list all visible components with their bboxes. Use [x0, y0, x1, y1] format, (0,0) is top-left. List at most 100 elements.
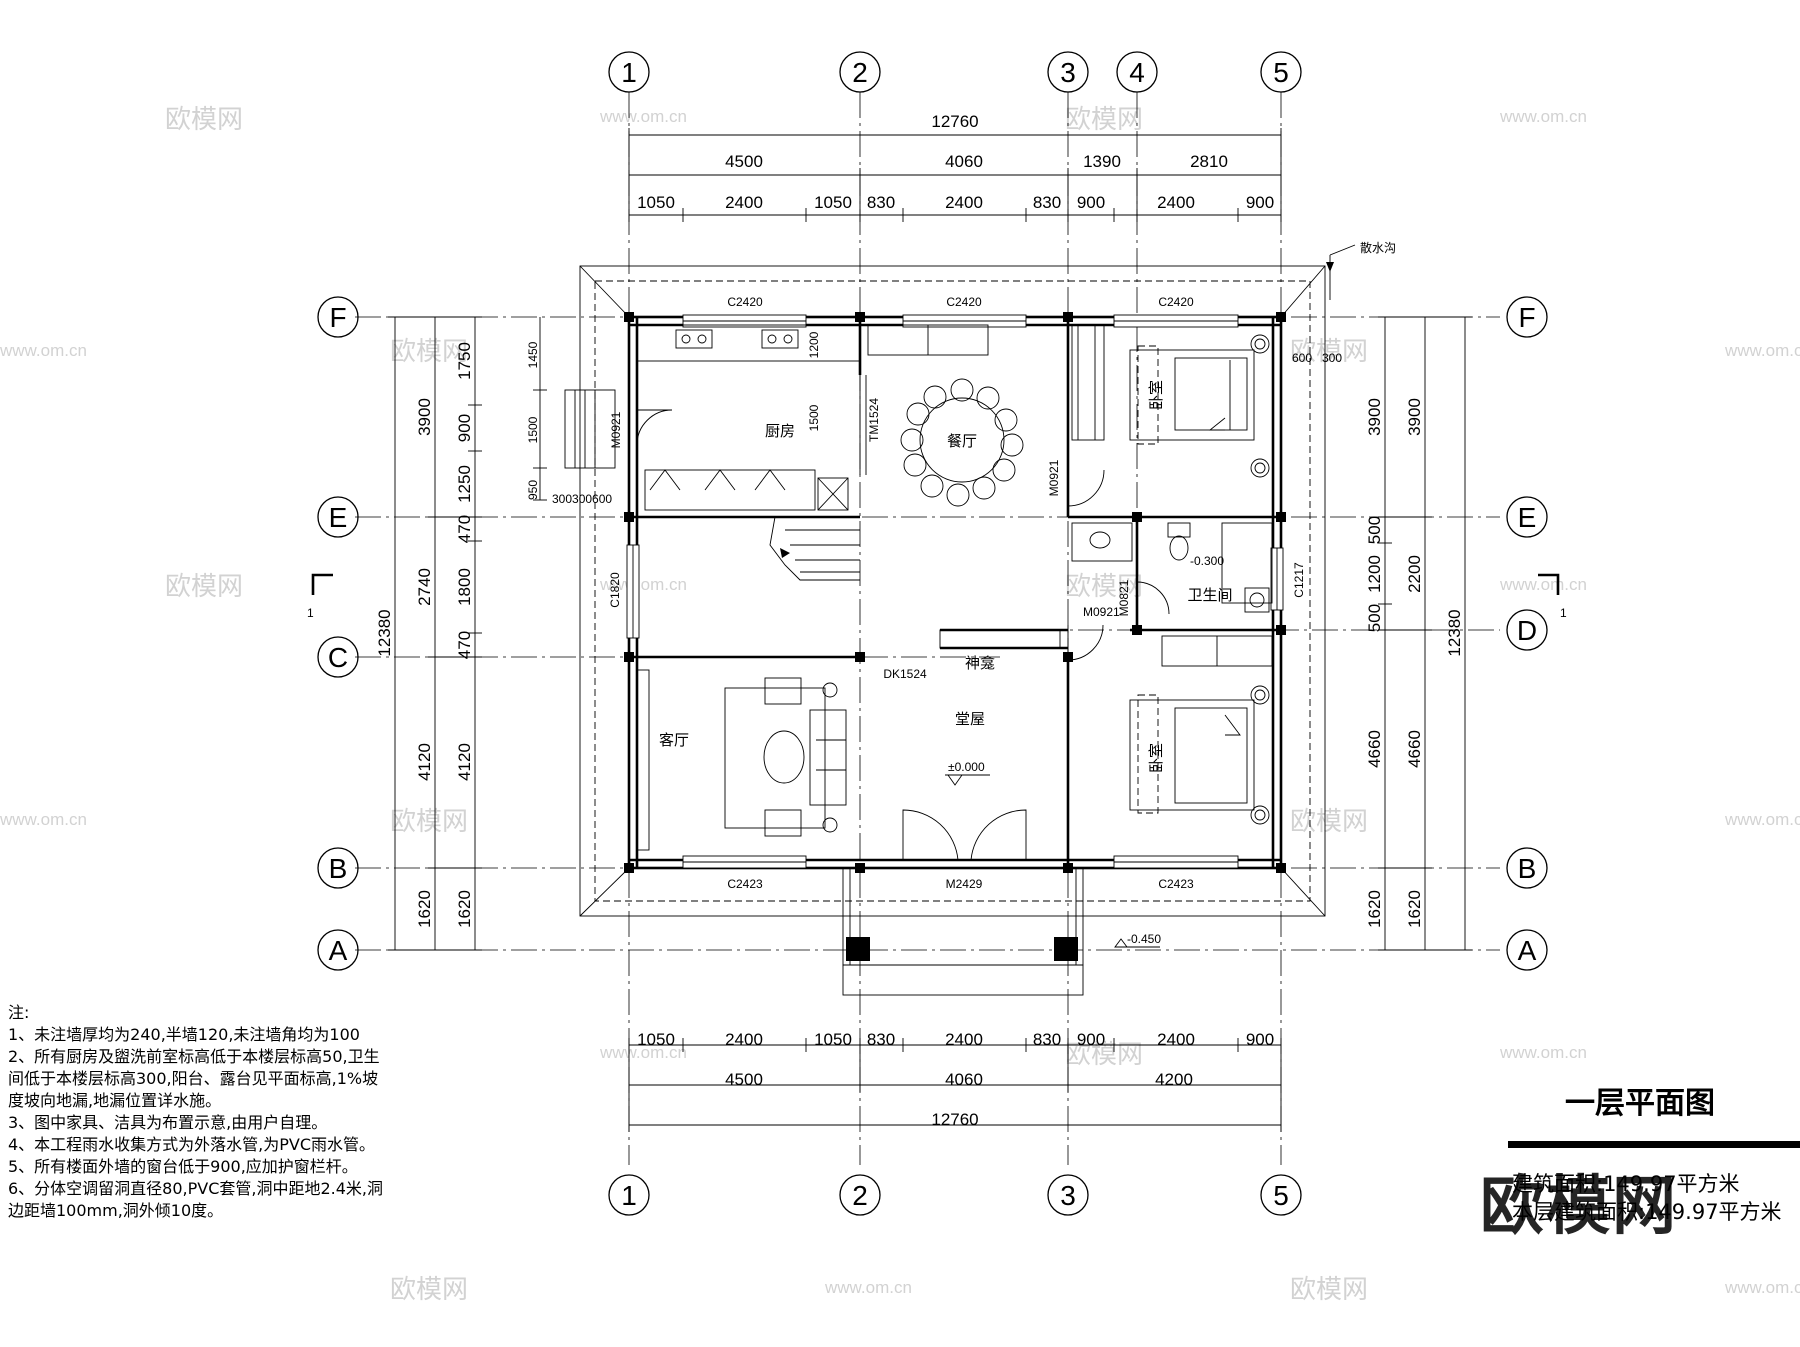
axis-bubble-col-1-bottom: 1 [608, 1174, 650, 1216]
svg-text:1: 1 [621, 57, 637, 88]
door-code: M2429 [946, 877, 983, 891]
dim-left-detail: 1250 [455, 465, 474, 503]
toilet-icon [1167, 522, 1191, 538]
dim-right-overall: 12380 [1445, 609, 1464, 656]
watermark-url: www.om.cn [599, 1043, 687, 1062]
dim-right-mid: 3900 [1405, 398, 1424, 436]
dim-top-mid: 1390 [1083, 152, 1121, 171]
dim-top-mid: 2810 [1190, 152, 1228, 171]
watermark-brand: 欧模网 [165, 105, 243, 135]
watermark-brand: 欧模网 [1290, 807, 1368, 837]
dimension-lines-top: 12760 4500 4060 1390 2810 1050 2400 1050… [628, 112, 1282, 222]
axis-bubble-col-3: 3 [1047, 51, 1089, 93]
dim-top-detail: 2400 [945, 193, 983, 212]
dim-right-mid: 4660 [1405, 730, 1424, 768]
dim-left-mid: 4120 [415, 743, 434, 781]
windows: C2420 C2420 C2420 C2423 C2423 C1820 C121… [608, 295, 1306, 891]
dim-top-detail: 830 [1033, 193, 1061, 212]
svg-text:B: B [329, 853, 348, 884]
svg-text:F: F [1518, 302, 1535, 333]
dim-kitchen: 1500 [807, 404, 821, 431]
dim-right-detail: 500 [1365, 604, 1384, 632]
watermark-brand: 欧模网 [390, 337, 468, 367]
dim-bottom-mid: 4200 [1155, 1070, 1193, 1089]
dim-bottom-detail: 900 [1077, 1030, 1105, 1049]
axis-bubble-row-A-left: A [317, 929, 359, 971]
dim-left-detail: 4120 [455, 743, 474, 781]
svg-text:2: 2 [852, 57, 868, 88]
watermark-url: www.om.cn [1499, 575, 1587, 594]
axis-bubble-row-E-left: E [317, 496, 359, 538]
armchair-icon [764, 809, 802, 837]
watermark-url: www.om.cn [599, 107, 687, 126]
design-notes: 注: 1、未注墙厚均为240,半墙120,未注墙角均为100 2、所有厨房及盥洗… [8, 1002, 388, 1222]
level-hall: ±0.000 [948, 760, 985, 774]
axis-bubble-row-F-right: F [1506, 296, 1548, 338]
dim-left-inner: 950 [526, 480, 540, 500]
svg-text:E: E [1518, 502, 1537, 533]
title-underline [1508, 1141, 1800, 1148]
svg-text:4: 4 [1129, 57, 1145, 88]
dining: 餐厅 [867, 324, 1024, 507]
room-label-shrine: 神龛 [965, 654, 995, 672]
svg-text:A: A [329, 935, 348, 966]
watermark-brand: 欧模网 [390, 807, 468, 837]
bed-icon [1129, 699, 1255, 811]
dim-bedroom: 300 [1322, 351, 1342, 365]
door-code: TM1524 [867, 398, 881, 442]
watermark-url: www.om.cn [599, 575, 687, 594]
room-label-bathroom: 卫生间 [1187, 586, 1232, 604]
dim-left-mid: 1620 [415, 890, 434, 928]
dim-bottom-overall: 12760 [931, 1110, 978, 1129]
level-bath: -0.300 [1190, 554, 1224, 568]
section-marks: 1 1 [307, 573, 1567, 620]
room-label-living: 客厅 [659, 731, 689, 749]
watermark-logo: 欧模网 [1480, 1170, 1678, 1244]
dim-left-inner: 1500 [526, 416, 540, 443]
svg-text:1: 1 [621, 1180, 637, 1211]
dim-top-mid: 4060 [945, 152, 983, 171]
rug-icon [724, 687, 826, 829]
stair [769, 516, 860, 581]
dim-top-mid: 4500 [725, 152, 763, 171]
dim-right-detail: 1200 [1365, 555, 1384, 593]
note-item: 1、未注墙厚均为240,半墙120,未注墙角均为100 [8, 1025, 360, 1044]
dim-right-mid: 2200 [1405, 555, 1424, 593]
note-item: 5、所有楼面外墙的窗台低于900,应加护窗栏杆。 [8, 1157, 358, 1176]
watermark-url: www.om.cn [1724, 810, 1800, 829]
watermark-brand: 欧模网 [1290, 337, 1368, 367]
window-code: C2420 [1158, 295, 1194, 309]
bed-icon [1129, 349, 1255, 441]
svg-text:F: F [329, 302, 346, 333]
axis-bubble-col-5: 5 [1260, 51, 1302, 93]
watermark-url: www.om.cn [1724, 1278, 1800, 1297]
window-code: C1820 [608, 572, 622, 608]
dim-right-detail: 1620 [1365, 890, 1384, 928]
apron-outline: 散水沟 [579, 240, 1396, 917]
svg-text:5: 5 [1273, 1180, 1289, 1211]
dim-bedroom: 600 [1292, 351, 1312, 365]
watermark-brand: 欧模网 [1065, 105, 1143, 135]
dim-left-detail: 470 [455, 515, 474, 543]
dim-top-detail: 2400 [1157, 193, 1195, 212]
dim-bottom-detail: 1050 [814, 1030, 852, 1049]
dim-left-detail: 470 [455, 631, 474, 659]
axis-bubble-col-2-bottom: 2 [839, 1174, 881, 1216]
watermark-brand: 欧模网 [390, 1275, 468, 1305]
window-code: C2423 [727, 877, 763, 891]
axis-bubble-row-A-right: A [1506, 929, 1548, 971]
axis-bubble-row-E-right: E [1506, 496, 1548, 538]
dim-bottom-detail: 900 [1246, 1030, 1274, 1049]
dim-entry: 300300600 [552, 492, 612, 506]
door-code: M0921 [1083, 605, 1120, 619]
chairs [900, 378, 1024, 507]
bedroom-2: 卧室 [1129, 635, 1273, 825]
window-code: C2420 [946, 295, 982, 309]
washbasin-icon [1071, 522, 1133, 562]
window-code: C2423 [1158, 877, 1194, 891]
watermark-brand: 欧模网 [1065, 572, 1143, 602]
svg-text:E: E [329, 502, 348, 533]
notes-heading: 注: [8, 1003, 30, 1022]
dim-left-mid: 3900 [415, 398, 434, 436]
dim-bottom-detail: 2400 [945, 1030, 983, 1049]
